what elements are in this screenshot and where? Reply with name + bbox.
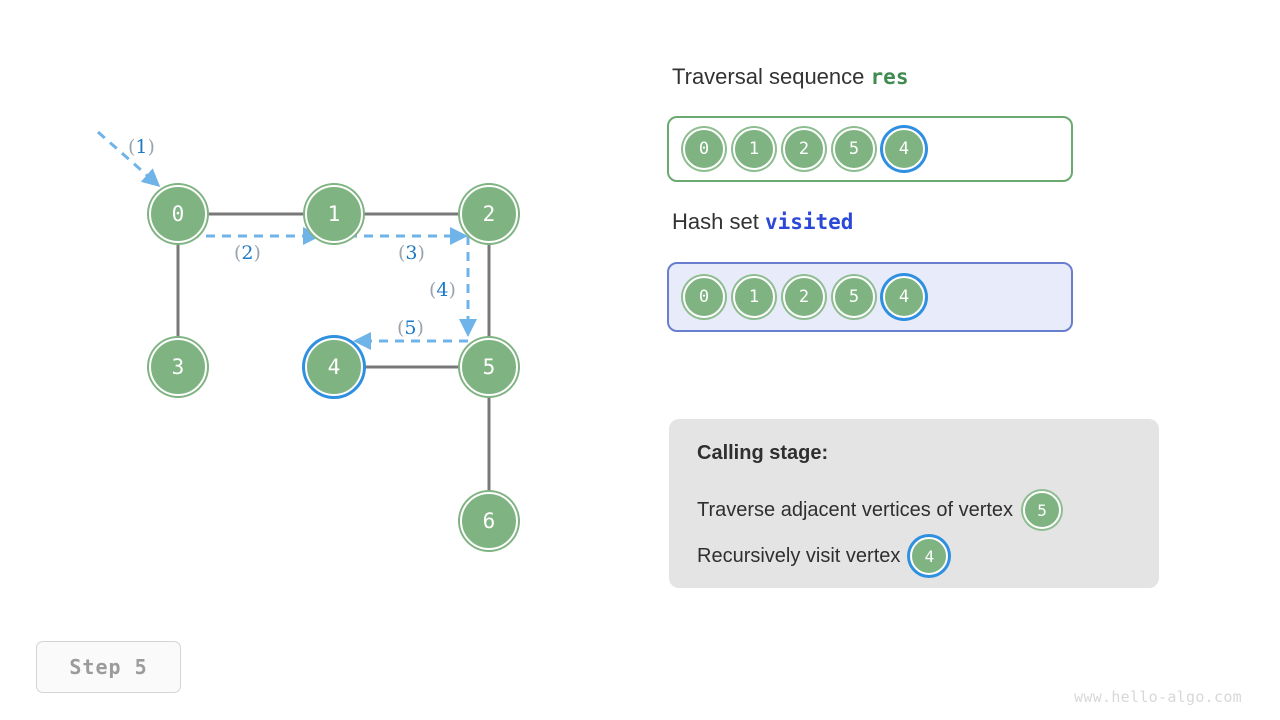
calling-stage-chip-4: 4 <box>910 537 949 575</box>
res-chip[interactable]: 0 <box>683 128 725 170</box>
graph-panel: 0 1 2 3 4 5 6 (1) (2) (3) (4) (5) <box>97 130 518 550</box>
visited-chip-highlighted[interactable]: 4 <box>883 276 925 318</box>
watermark: www.hello-algo.com <box>1074 688 1242 706</box>
res-chip[interactable]: 2 <box>783 128 825 170</box>
visited-caption: Hash set visited <box>672 209 853 235</box>
res-collection-box: 0 1 2 5 4 <box>667 116 1073 182</box>
visited-chip[interactable]: 0 <box>683 276 725 318</box>
step-badge[interactable]: Step 5 <box>36 641 181 693</box>
graph-node-4[interactable]: 4 <box>305 338 363 396</box>
calling-stage-line-recurse: Recursively visit vertex 4 <box>697 537 949 575</box>
graph-node-0[interactable]: 0 <box>149 185 207 243</box>
traversal-step-label-2: (2) <box>234 242 261 264</box>
visited-chip[interactable]: 5 <box>833 276 875 318</box>
calling-stage-title: Calling stage: <box>697 442 829 464</box>
res-chip-highlighted[interactable]: 4 <box>883 128 925 170</box>
graph-node-2[interactable]: 2 <box>460 185 518 243</box>
graph-node-6[interactable]: 6 <box>460 492 518 550</box>
calling-stage-line-traverse-text: Traverse adjacent vertices of vertex <box>697 498 1014 521</box>
traversal-step-label-5: (5) <box>397 317 424 339</box>
calling-stage-panel: Calling stage: Traverse adjacent vertice… <box>669 419 1159 588</box>
right-panel: Traversal sequence res 0 1 2 5 4 Hash se… <box>660 0 1280 720</box>
res-caption-prefix: Traversal sequence <box>672 64 865 89</box>
traversal-arrow-1 <box>97 130 161 187</box>
res-caption-code: res <box>870 65 909 89</box>
calling-stage-line-recurse-text: Recursively visit vertex <box>697 544 901 567</box>
visited-chip[interactable]: 2 <box>783 276 825 318</box>
calling-stage-chip-5: 5 <box>1023 491 1062 529</box>
res-chip[interactable]: 5 <box>833 128 875 170</box>
graph-edges-svg <box>97 130 491 491</box>
visited-chip[interactable]: 1 <box>733 276 775 318</box>
graph-node-5[interactable]: 5 <box>460 338 518 396</box>
calling-stage-line-traverse: Traverse adjacent vertices of vertex 5 <box>697 491 1062 529</box>
graph-node-1[interactable]: 1 <box>305 185 363 243</box>
traversal-step-label-4: (4) <box>429 279 456 301</box>
res-caption: Traversal sequence res <box>672 64 908 90</box>
visited-caption-prefix: Hash set <box>672 209 759 234</box>
visited-collection-box: 0 1 2 5 4 <box>667 262 1073 332</box>
graph-node-3[interactable]: 3 <box>149 338 207 396</box>
traversal-step-label-3: (3) <box>398 242 425 264</box>
visited-caption-code: visited <box>764 210 854 234</box>
res-chip[interactable]: 1 <box>733 128 775 170</box>
traversal-step-label-1: (1) <box>128 136 155 158</box>
